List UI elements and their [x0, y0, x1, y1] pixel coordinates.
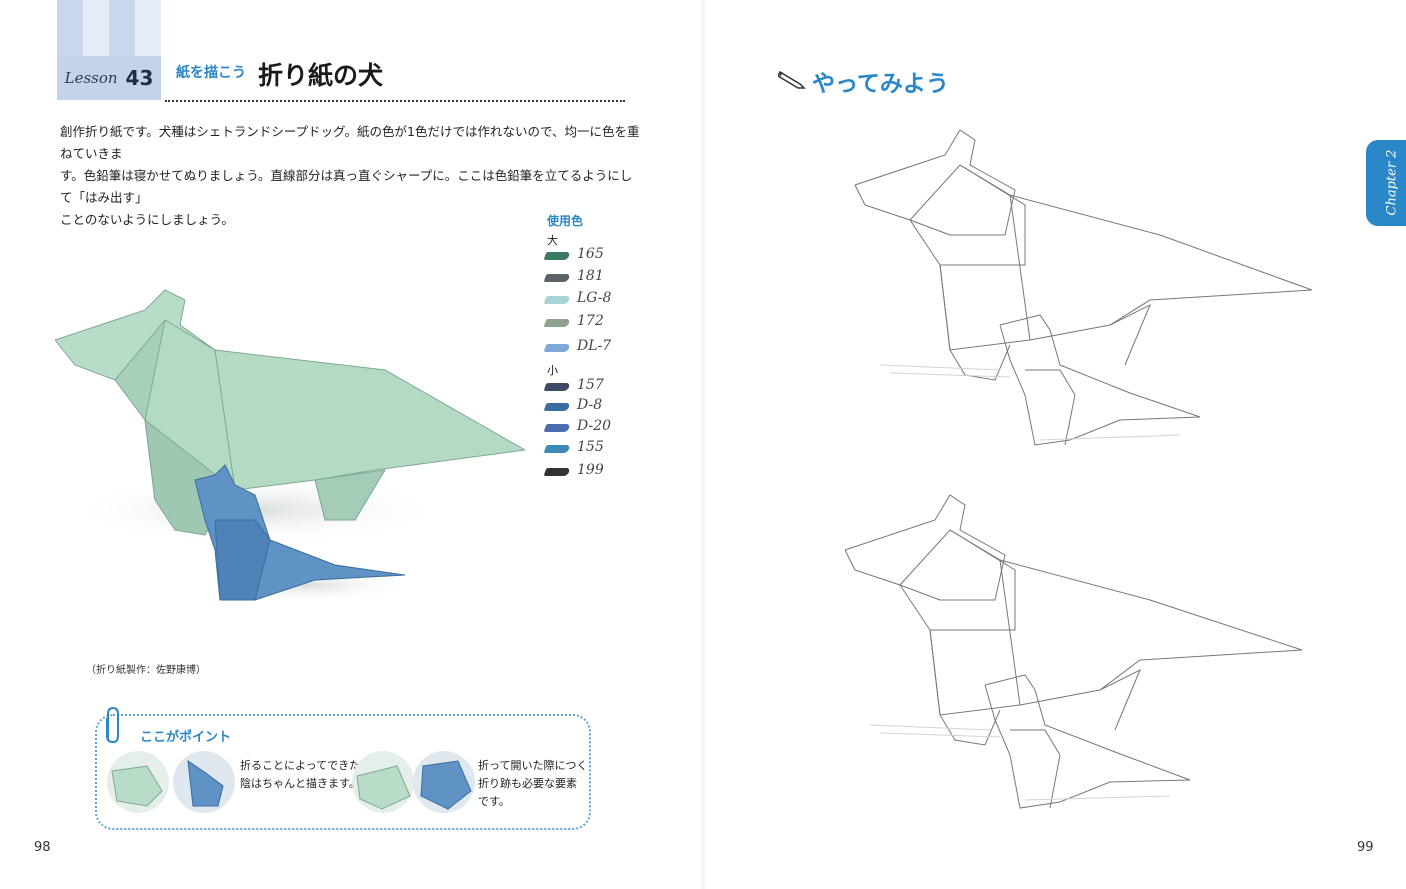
swatch-small-0: 157 [543, 377, 685, 397]
tip-line: 折り跡も必要な要素 [478, 777, 577, 790]
lesson-badge: Lesson 43 [57, 56, 161, 100]
pencil-code: 165 [577, 246, 604, 262]
tip-thumb-crease-blue [413, 751, 475, 813]
pencil-stroke [543, 319, 571, 327]
swatch-small-1: D-8 [543, 397, 685, 417]
page-number-right: 99 [1357, 840, 1374, 855]
chapter-tab [1366, 140, 1406, 226]
body-line: ことのないようにしましょう。 [60, 212, 234, 227]
body-paragraph: 創作折り紙です。犬種はシェトランドシープドッグ。紙の色が1色だけでは作れないので… [60, 121, 640, 231]
swatch-large-1: 181 [543, 268, 685, 288]
pencil-stroke [543, 468, 571, 476]
tip-thumb-fold-blue [173, 751, 235, 813]
tip-thumb-crease-mint [352, 751, 414, 813]
practice-title: やってみよう [812, 71, 949, 97]
pencil-stroke [543, 403, 571, 411]
line-drawing-bottom [844, 494, 1303, 809]
book-gutter [700, 0, 706, 889]
pencil-stroke [543, 252, 571, 260]
body-line: す。色鉛筆は寝かせてぬりましょう。直線部分は真っ直ぐシャープに。ここは色鉛筆を立… [60, 168, 633, 205]
tip-title: ここがポイント [140, 730, 232, 745]
swatch-large-2: LG-8 [543, 290, 685, 310]
pencil-stroke [543, 445, 571, 453]
body-line: 創作折り紙です。犬種はシェトランドシープドッグ。紙の色が1色だけでは作れないので… [60, 124, 640, 161]
tip-line: 折ることによってできた [240, 759, 361, 772]
pencil-stroke [543, 296, 571, 304]
tip-text-2: 折って開いた際につく 折り跡も必要な要素 です。 [478, 757, 587, 811]
pencil-code: DL-7 [577, 338, 612, 354]
pencil-stroke [543, 344, 571, 352]
title-divider [165, 96, 625, 102]
palette-group-small: 小 [547, 364, 558, 377]
tip-line: 陰はちゃんと描きます。 [240, 777, 360, 790]
title-subtitle: 紙を描こう [176, 65, 246, 81]
swatch-small-2: D-20 [543, 418, 685, 438]
pencil-code: 172 [577, 313, 604, 329]
tip-line: 折って開いた際につく [478, 759, 588, 772]
swatch-large-4: DL-7 [543, 338, 685, 358]
chapter-label: Chapter 2 [1384, 149, 1400, 216]
lesson-word: Lesson [64, 69, 118, 87]
pencil-stroke [543, 424, 571, 432]
pencil-stroke [543, 383, 571, 391]
swatch-large-0: 165 [543, 246, 685, 266]
pencil-code: D-8 [577, 397, 603, 413]
palette-group-large: 大 [547, 234, 558, 247]
origami-dogs-illustration [55, 289, 525, 603]
swatch-large-3: 172 [543, 313, 685, 333]
pencil-code: 199 [577, 462, 604, 478]
palette-title: 使用色 [547, 214, 584, 228]
pencil-code: D-20 [577, 418, 612, 434]
pencil-code: LG-8 [577, 290, 612, 306]
pencil-code: 155 [577, 439, 604, 455]
tip-thumb-fold-mint [107, 751, 169, 813]
line-drawing-top [854, 129, 1313, 446]
swatch-small-3: 155 [543, 439, 685, 459]
tip-box [95, 714, 591, 830]
page-number-left: 98 [34, 840, 51, 855]
pencil-code: 157 [577, 377, 604, 393]
paperclip-icon [106, 706, 119, 744]
swatch-small-4: 199 [543, 462, 685, 482]
pencil-code: 181 [577, 268, 604, 284]
tip-line: です。 [478, 795, 510, 808]
page-title: 折り紙の犬 [258, 61, 384, 90]
photo-caption: （折り紙製作：佐野康博） [86, 665, 206, 676]
pencil-stroke [543, 274, 571, 282]
pencil-icon [778, 70, 806, 89]
lesson-number: 43 [125, 66, 154, 90]
tip-text-1: 折ることによってできた 陰はちゃんと描きます。 [240, 757, 360, 793]
